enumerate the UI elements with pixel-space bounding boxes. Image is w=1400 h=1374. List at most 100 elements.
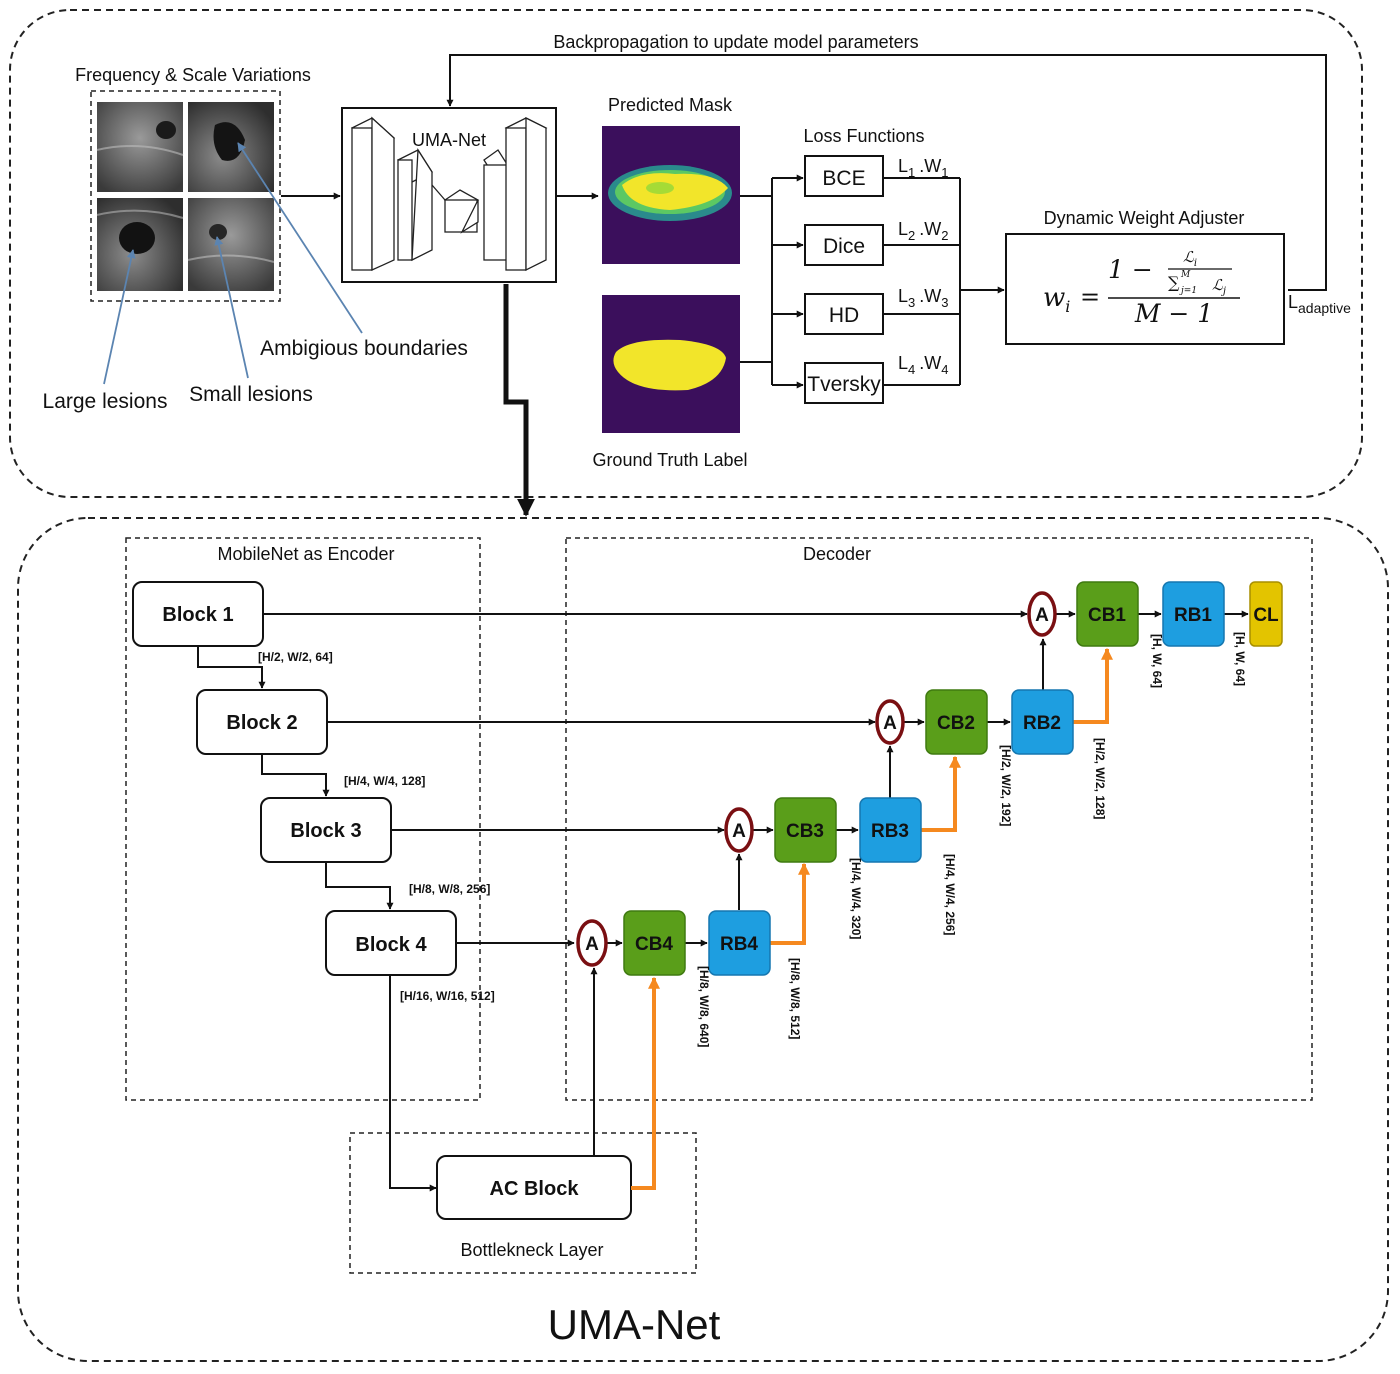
decoder-title: Decoder	[803, 544, 871, 564]
svg-text:wi: wi	[1043, 283, 1070, 316]
gating-arrows	[590, 638, 1047, 1156]
rb4-block: RB4	[708, 910, 771, 976]
svg-text:BCE: BCE	[822, 167, 865, 190]
dwa-box	[1005, 233, 1285, 345]
loss-tversky: Tversky	[804, 362, 884, 404]
svg-text:ℒj: ℒj	[1212, 276, 1226, 297]
loss-to-dwa-connectors	[883, 177, 1005, 386]
block-1: Block 1	[132, 581, 264, 647]
svg-text:A: A	[732, 821, 746, 842]
ultrasound-image-3	[96, 198, 184, 291]
cb2-block: CB2	[925, 689, 988, 755]
enc-dim-3: [H/8, W/8, 256]	[409, 882, 490, 896]
cb1-block: CB1	[1076, 581, 1139, 647]
svg-text:HD: HD	[829, 304, 859, 327]
enc-dim-1: [H/2, W/2, 64]	[258, 650, 333, 664]
svg-text:CL: CL	[1253, 605, 1279, 626]
mask-to-loss-connectors	[740, 174, 804, 389]
dec-dim-cb1: [H, W, 64]	[1150, 634, 1164, 688]
dec-dim-rb4: [H/8, W/8, 512]	[788, 958, 802, 1039]
svg-text:L3.W3: L3.W3	[898, 286, 948, 310]
attention-node-4: A	[576, 919, 608, 967]
svg-text:1 −: 1 −	[1108, 255, 1153, 284]
svg-text:RB1: RB1	[1174, 605, 1212, 626]
rb3-block: RB3	[859, 797, 922, 863]
svg-text:L4.W4: L4.W4	[898, 353, 948, 377]
ultrasound-image-2	[188, 102, 274, 192]
uma-net-model-label: UMA-Net	[412, 130, 486, 150]
svg-text:=: =	[1080, 283, 1100, 311]
ultrasound-image-1	[96, 102, 184, 192]
svg-text:L1.W1: L1.W1	[898, 156, 948, 180]
freq-label: Frequency & Scale Variations	[75, 65, 311, 85]
svg-text:A: A	[883, 713, 897, 734]
attention-node-2: A	[875, 699, 905, 745]
enc-dim-4: [H/16, W/16, 512]	[400, 989, 495, 1003]
attention-node-1: A	[1027, 591, 1057, 637]
svg-text:M: M	[1180, 270, 1191, 280]
dec-dim-rb2: [H/2, W/2, 128]	[1093, 738, 1107, 819]
encoder-region	[125, 537, 481, 1101]
small-pointer	[214, 236, 249, 379]
large-pointer	[103, 249, 136, 385]
svg-text:ℒi: ℒi	[1183, 248, 1197, 269]
rb1-block: RB1	[1162, 581, 1225, 647]
bottleneck-region	[349, 1132, 697, 1274]
predicted-mask-label: Predicted Mask	[608, 95, 733, 115]
ultrasound-image-4	[187, 198, 275, 291]
backprop-label: Backpropagation to update model paramete…	[553, 32, 918, 52]
loss-title: Loss Functions	[803, 126, 924, 146]
svg-text:M − 1: M − 1	[1134, 299, 1213, 328]
skip-connections	[263, 610, 1028, 947]
svg-text:AC Block: AC Block	[490, 1178, 580, 1200]
dec-dim-rb1: [H, W, 64]	[1233, 632, 1247, 686]
svg-text:CB3: CB3	[786, 821, 824, 842]
encoder-title: MobileNet as Encoder	[217, 544, 394, 564]
svg-text:CB1: CB1	[1088, 605, 1126, 626]
ground-truth-image	[602, 295, 740, 433]
block-2: Block 2	[196, 689, 328, 755]
bottleneck-title: Bottlekneck Layer	[460, 1240, 603, 1260]
unet-glyph	[350, 116, 548, 272]
svg-text:Block 2: Block 2	[226, 712, 297, 734]
l-adaptive-label: Ladaptive	[1288, 292, 1351, 316]
rb2-block: RB2	[1011, 689, 1074, 755]
dec-dim-cb4: [H/8, W/8, 640]	[697, 966, 711, 1047]
svg-text:Block 4: Block 4	[355, 934, 427, 956]
cl-block: CL	[1249, 581, 1283, 647]
ambiguous-pointer	[237, 142, 363, 334]
backprop-arrow	[446, 54, 1327, 291]
decoder-region	[565, 537, 1313, 1101]
encoder-connectors	[197, 646, 437, 1192]
block-4: Block 4	[325, 910, 457, 976]
dec-dim-rb3: [H/4, W/4, 256]	[943, 854, 957, 935]
svg-text:A: A	[585, 934, 599, 955]
cb3-block: CB3	[774, 797, 837, 863]
ac-block: AC Block	[436, 1155, 632, 1220]
loss-terms: L1.W1 L2.W2 L3.W3 L4.W4	[898, 156, 948, 377]
ground-truth-label: Ground Truth Label	[592, 450, 747, 470]
svg-text:L2.W2: L2.W2	[898, 219, 948, 243]
svg-text:Dice: Dice	[823, 235, 865, 258]
svg-text:CB4: CB4	[635, 934, 673, 955]
small-lesions-label: Small lesions	[189, 383, 313, 406]
upsample-arrows	[631, 647, 1113, 1190]
dec-dim-cb3: [H/4, W/4, 320]	[849, 858, 863, 939]
svg-text:Block 1: Block 1	[162, 604, 233, 626]
dwa-title: Dynamic Weight Adjuster	[1044, 208, 1245, 228]
top-panel-border	[9, 9, 1363, 498]
main-title: UMA-Net	[548, 1301, 721, 1348]
loss-dice: Dice	[804, 224, 884, 266]
svg-text:CB2: CB2	[937, 713, 975, 734]
ambiguous-label: Ambigious boundaries	[260, 337, 468, 360]
dec-dim-cb2: [H/2, W/2, 192]	[999, 745, 1013, 826]
svg-text:RB2: RB2	[1023, 713, 1061, 734]
svg-text:Tversky: Tversky	[807, 373, 881, 396]
loss-hd: HD	[804, 293, 884, 335]
cb4-block: CB4	[623, 910, 686, 976]
enc-dim-2: [H/4, W/4, 128]	[344, 774, 425, 788]
bottom-panel-border	[17, 517, 1389, 1362]
loss-bce: BCE	[804, 155, 884, 197]
svg-text:A: A	[1035, 605, 1049, 626]
